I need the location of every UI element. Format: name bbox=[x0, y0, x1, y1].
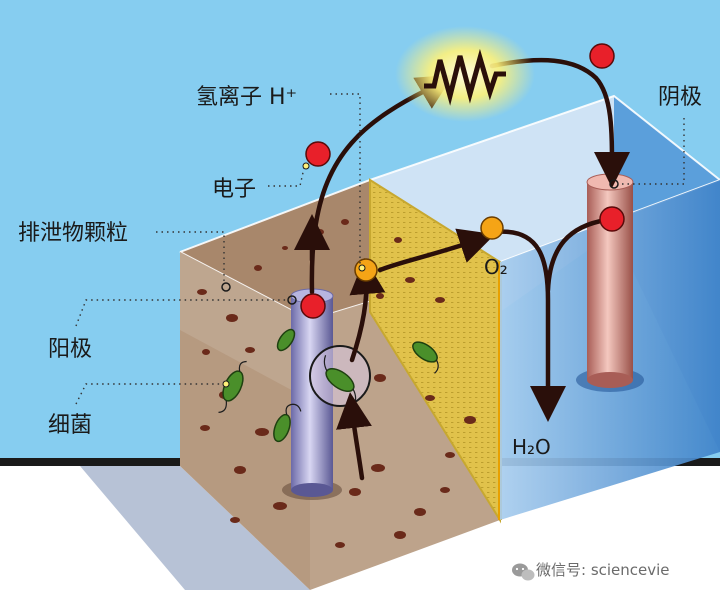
watermark-text: 微信号: sciencevie bbox=[536, 561, 670, 579]
pointer-dots bbox=[221, 162, 619, 388]
wechat-icon bbox=[512, 563, 535, 581]
label-waste-particles: 排泄物颗粒 bbox=[18, 221, 128, 246]
electron-cathode bbox=[599, 206, 625, 232]
label-oxygen: O₂ bbox=[484, 255, 508, 279]
resistor-icon bbox=[395, 26, 535, 122]
watermark: 微信号: sciencevie bbox=[512, 561, 670, 581]
leader-lines bbox=[75, 93, 685, 405]
label-anode: 阳极 bbox=[48, 337, 92, 362]
label-hydrogen-ion: 氢离子 H⁺ bbox=[196, 85, 297, 110]
bacteria-to-proton bbox=[349, 258, 386, 363]
oxygen-molecule bbox=[480, 216, 504, 240]
label-cathode: 阴极 bbox=[658, 85, 702, 110]
label-bacteria: 细菌 bbox=[48, 413, 92, 438]
electron-to-water bbox=[545, 217, 609, 293]
electrons bbox=[300, 43, 625, 319]
electron-legend bbox=[305, 141, 331, 167]
electron-anode bbox=[300, 293, 326, 319]
label-electron: 电子 bbox=[212, 177, 256, 202]
waste-particles bbox=[197, 219, 476, 548]
oxygen-to-water bbox=[493, 229, 566, 422]
proton-path bbox=[377, 228, 496, 273]
label-water: H₂O bbox=[512, 435, 551, 459]
soil-glass-tint bbox=[180, 252, 310, 400]
proton-membrane bbox=[354, 258, 378, 282]
protons bbox=[354, 216, 504, 282]
box-shadow bbox=[80, 466, 310, 590]
anode-magnifier bbox=[309, 345, 371, 407]
bacteria-group bbox=[218, 328, 439, 443]
electron-top bbox=[589, 43, 615, 69]
soil-up-arrow bbox=[336, 392, 372, 481]
